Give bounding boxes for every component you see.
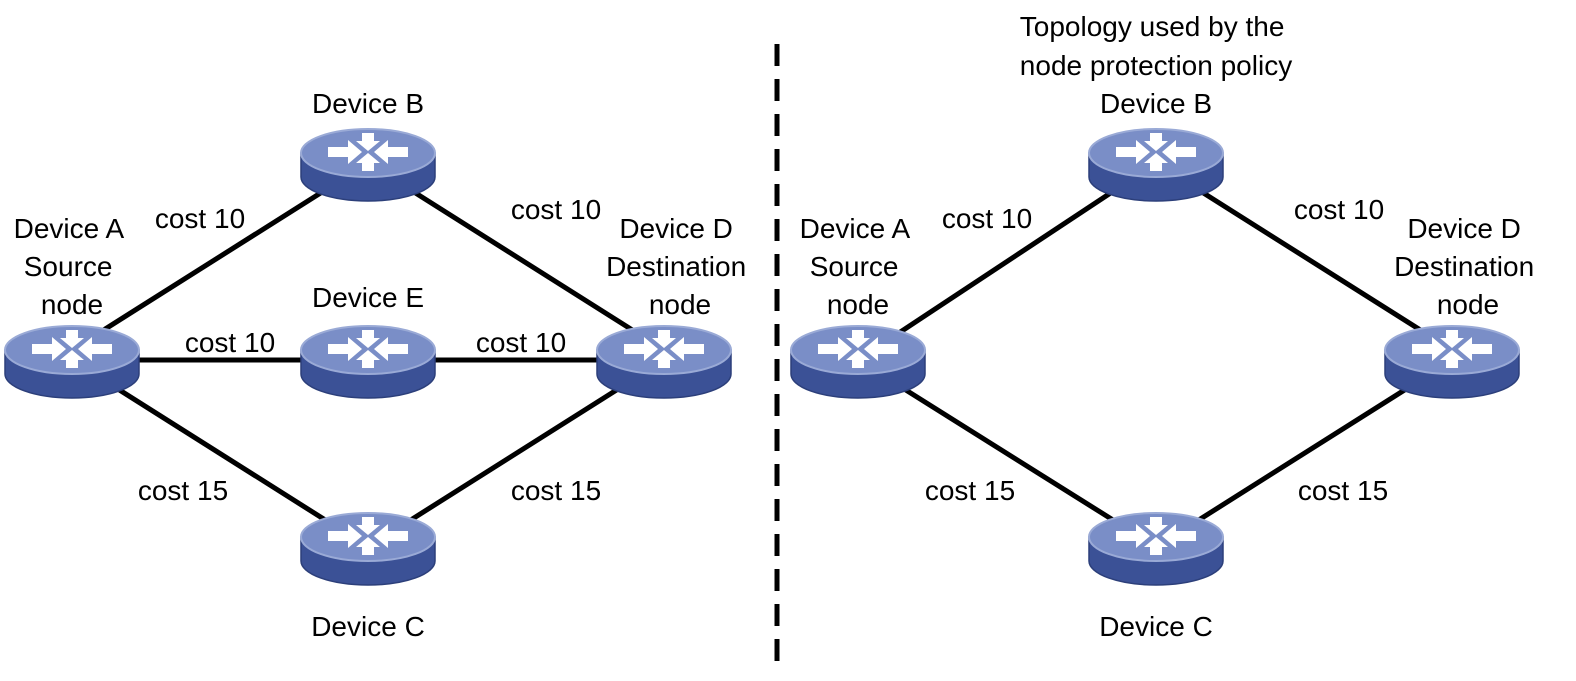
right-link-b-d <box>1154 160 1454 353</box>
left-link-a-b <box>70 160 370 353</box>
left-device-d-label: Device D Destination node <box>606 213 754 320</box>
right-device-d-label: Device D Destination node <box>1394 213 1542 320</box>
left-cost-a-b: cost 10 <box>155 203 245 234</box>
right-device-b-label: Device B <box>1100 88 1212 119</box>
right-device-c-router-icon <box>1089 513 1223 585</box>
left-link-a-c <box>70 357 370 550</box>
right-topology: Topology used by the node protection pol… <box>791 11 1542 642</box>
right-link-c-d <box>1154 357 1454 550</box>
left-cost-b-d: cost 10 <box>511 194 601 225</box>
left-device-c-router-icon <box>301 513 435 585</box>
left-cost-c-d: cost 15 <box>511 475 601 506</box>
right-device-c-label: Device C <box>1099 611 1213 642</box>
right-device-d-router-icon <box>1385 326 1519 398</box>
right-link-a-b <box>856 160 1158 363</box>
left-device-a-router-icon <box>5 326 139 398</box>
right-link-a-c <box>856 357 1158 550</box>
left-device-c-label: Device C <box>311 611 425 642</box>
left-cost-a-c: cost 15 <box>138 475 228 506</box>
left-device-d-router-icon <box>597 326 731 398</box>
right-cost-a-b: cost 10 <box>942 203 1032 234</box>
right-device-a-router-icon <box>791 326 925 398</box>
left-link-b-d <box>366 160 666 353</box>
left-device-a-label: Device A Source node <box>14 213 131 320</box>
right-device-a-label: Device A Source node <box>800 213 917 320</box>
left-topology: Device A Source node Device B Device E D… <box>5 88 754 642</box>
left-cost-e-d: cost 10 <box>476 327 566 358</box>
left-cost-a-e: cost 10 <box>185 327 275 358</box>
left-link-c-d <box>366 357 666 550</box>
right-topology-title: Topology used by the node protection pol… <box>1020 11 1292 81</box>
right-cost-a-c: cost 15 <box>925 475 1015 506</box>
right-device-b-router-icon <box>1089 129 1223 201</box>
left-device-b-router-icon <box>301 129 435 201</box>
left-device-e-label: Device E <box>312 282 424 313</box>
left-device-e-router-icon <box>301 326 435 398</box>
left-device-b-label: Device B <box>312 88 424 119</box>
right-cost-b-d: cost 10 <box>1294 194 1384 225</box>
right-cost-c-d: cost 15 <box>1298 475 1388 506</box>
